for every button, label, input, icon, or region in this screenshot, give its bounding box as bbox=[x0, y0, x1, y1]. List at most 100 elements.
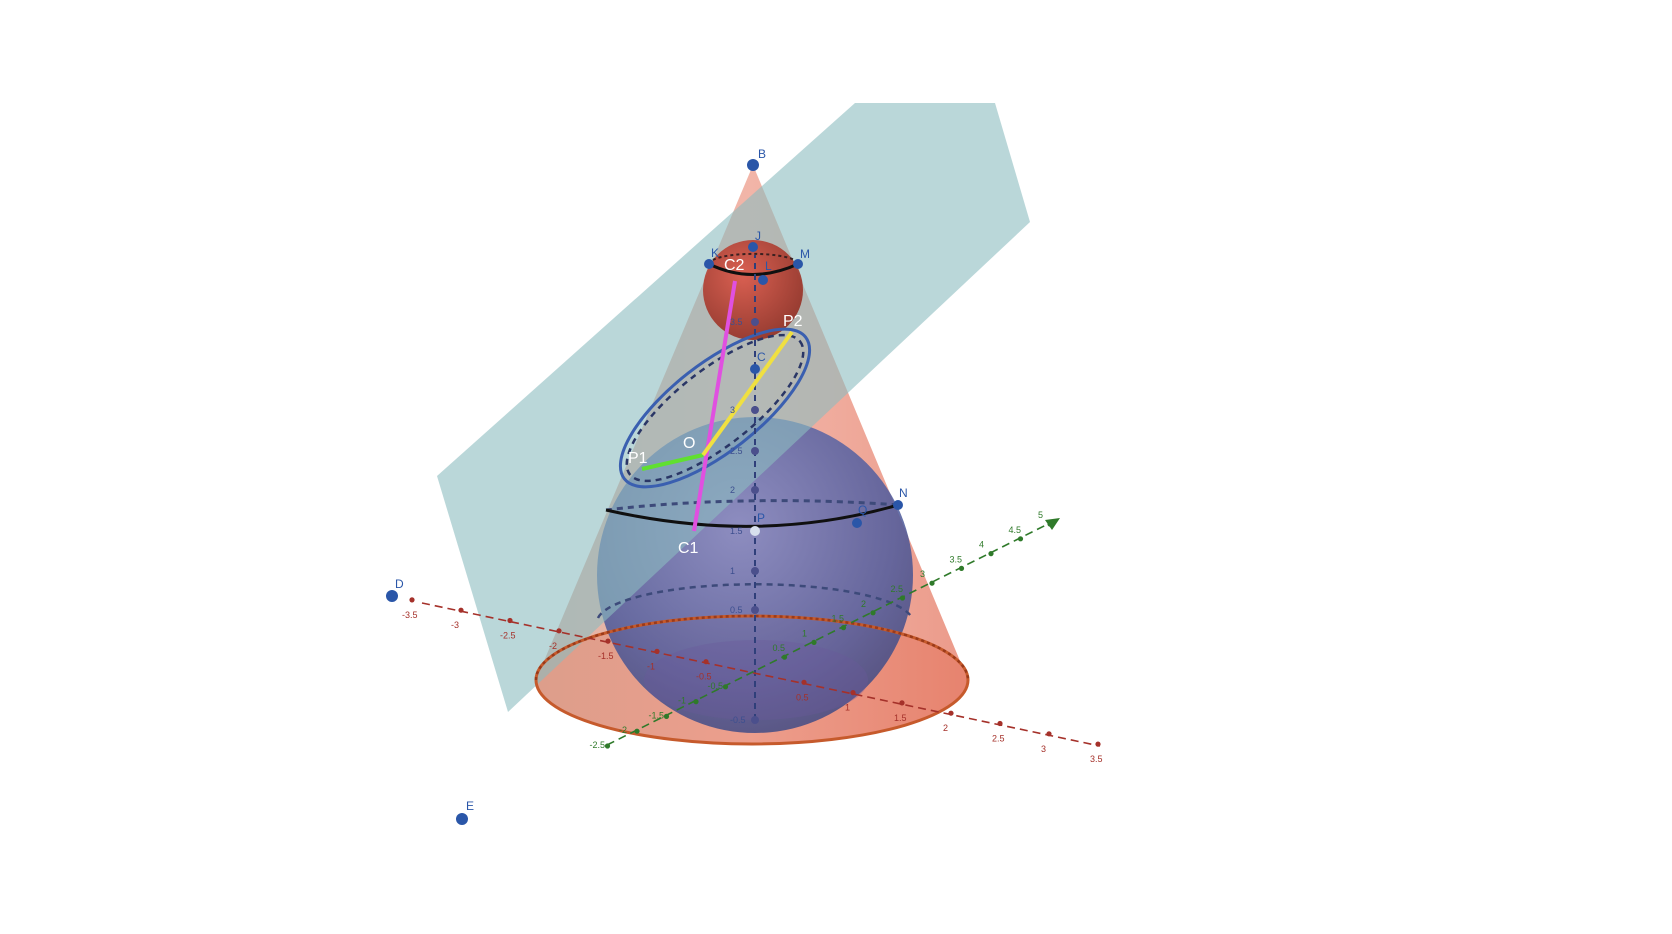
point-k[interactable] bbox=[704, 259, 714, 269]
z-axis-tick-label: 3 bbox=[730, 405, 735, 415]
point-e[interactable] bbox=[456, 813, 468, 825]
yticks-tick-mark bbox=[634, 728, 640, 734]
upper-tangency-circle-back bbox=[708, 252, 799, 265]
label-b: B bbox=[758, 147, 766, 161]
label-c: C bbox=[757, 350, 766, 364]
z-axis-tick-mark bbox=[751, 406, 759, 414]
y-axis bbox=[606, 517, 1061, 746]
point-b[interactable] bbox=[747, 159, 759, 171]
point-q[interactable] bbox=[852, 518, 862, 528]
label-p: P bbox=[757, 511, 765, 525]
point-p[interactable] bbox=[750, 526, 760, 536]
yticks-tick-mark bbox=[929, 580, 935, 586]
lower-tangency-circle-back bbox=[605, 499, 899, 512]
yticks-tick-label: -2 bbox=[619, 725, 627, 735]
yticks-tick-mark bbox=[988, 551, 994, 557]
yticks-tick-label: 1.5 bbox=[832, 614, 845, 624]
xticks-tick-label: 3 bbox=[1041, 744, 1046, 754]
xticks-tick-label: -3.5 bbox=[402, 610, 418, 620]
label-m: M bbox=[800, 247, 810, 261]
z-axis-tick-mark bbox=[751, 447, 759, 455]
yticks-tick-mark bbox=[840, 625, 847, 631]
large-sphere-back-circle bbox=[596, 583, 914, 619]
z-axis-tick-label: 0.5 bbox=[730, 605, 743, 615]
point-l[interactable] bbox=[758, 275, 768, 285]
label-e: E bbox=[466, 799, 474, 813]
xticks-tick-label: -2 bbox=[549, 641, 557, 651]
xticks-tick-label: -0.5 bbox=[696, 672, 712, 682]
yticks-tick-label: 0.5 bbox=[773, 643, 786, 653]
point-d[interactable] bbox=[386, 590, 398, 602]
point-c[interactable] bbox=[750, 364, 760, 374]
cone-base-back-rim bbox=[534, 614, 970, 681]
label-p2: P2 bbox=[783, 313, 803, 330]
z-axis-tick-mark bbox=[751, 606, 759, 614]
label-p1: P1 bbox=[628, 450, 648, 467]
xticks-tick-mark bbox=[703, 659, 709, 665]
yticks-tick-label: 4 bbox=[979, 540, 984, 550]
z-axis-tick-label: 1 bbox=[730, 566, 735, 576]
yticks-tick-mark bbox=[958, 565, 965, 572]
large-sphere-shadow bbox=[644, 640, 868, 720]
yticks-tick-mark bbox=[811, 639, 817, 646]
xticks-tick-label: 0.5 bbox=[796, 692, 809, 702]
xticks-tick-mark bbox=[1095, 741, 1101, 747]
xticks-tick-label: 2.5 bbox=[992, 734, 1005, 744]
yticks-tick-label: -1 bbox=[678, 696, 686, 706]
point-m[interactable] bbox=[793, 259, 803, 269]
xticks-tick-mark bbox=[801, 679, 807, 685]
upper-tangency-circle-front bbox=[708, 262, 799, 276]
cutting-plane bbox=[437, 103, 1030, 712]
point-n[interactable] bbox=[893, 500, 903, 510]
label-j: J bbox=[755, 229, 761, 243]
yticks-tick-mark bbox=[663, 713, 670, 720]
label-o: O bbox=[683, 435, 695, 452]
xticks-tick-mark bbox=[1046, 731, 1052, 737]
z-axis-tick-label: 2.5 bbox=[730, 446, 743, 456]
yticks-tick-mark bbox=[1017, 536, 1024, 542]
segment-o-p1 bbox=[641, 453, 704, 471]
xticks-tick-mark bbox=[850, 690, 856, 696]
z-axis-tick-label: 2 bbox=[730, 485, 735, 495]
segment-o-p2 bbox=[701, 330, 794, 457]
yticks-tick-label: 2.5 bbox=[891, 584, 904, 594]
yticks-tick-mark bbox=[1047, 521, 1053, 527]
xticks-tick-mark bbox=[409, 597, 415, 603]
yticks-tick-label: 2 bbox=[861, 599, 866, 609]
z-axis-tick-label: 1.5 bbox=[730, 526, 743, 536]
label-c2: C2 bbox=[724, 257, 745, 274]
y-axis-ticks: 0.511.522.533.544.55-0.5-1-1.5-2-2.5 bbox=[590, 510, 1053, 750]
yticks-tick-mark bbox=[870, 610, 876, 616]
xticks-tick-label: -1.5 bbox=[598, 651, 614, 661]
yticks-tick-mark bbox=[899, 595, 906, 601]
xticks-tick-mark bbox=[899, 700, 905, 706]
xticks-tick-label: 1.5 bbox=[894, 713, 907, 723]
xticks-tick-mark bbox=[458, 607, 464, 613]
z-axis-tick-mark bbox=[751, 486, 759, 494]
xticks-tick-mark bbox=[654, 648, 660, 655]
segment-c1-c2 bbox=[692, 280, 737, 532]
yticks-tick-label: 4.5 bbox=[1009, 525, 1022, 535]
xticks-tick-label: 2 bbox=[943, 723, 948, 733]
xticks-tick-mark bbox=[948, 710, 954, 716]
label-q: Q bbox=[858, 503, 867, 517]
xticks-tick-label: -2.5 bbox=[500, 631, 516, 641]
yticks-tick-label: 3.5 bbox=[950, 554, 963, 564]
xticks-tick-mark bbox=[605, 638, 611, 644]
xticks-tick-label: -1 bbox=[647, 661, 655, 671]
xticks-tick-label: -3 bbox=[451, 620, 459, 630]
label-n: N bbox=[899, 486, 908, 500]
point-j[interactable] bbox=[748, 242, 758, 252]
yticks-tick-mark bbox=[781, 654, 788, 660]
xticks-tick-label: 3.5 bbox=[1090, 754, 1103, 764]
yticks-tick-label: 5 bbox=[1038, 510, 1043, 520]
yticks-tick-label: -1.5 bbox=[649, 710, 665, 720]
conic-ellipse-hidden bbox=[625, 333, 805, 483]
z-axis-tick-label: -0.5 bbox=[730, 715, 746, 725]
xticks-tick-mark bbox=[997, 720, 1003, 727]
x-axis-ticks: 0.511.522.533.5-0.5-1-1.5-2-2.5-3-3.5 bbox=[402, 597, 1103, 764]
yticks-tick-mark bbox=[693, 699, 699, 705]
yticks-tick-mark bbox=[604, 743, 611, 749]
yticks-tick-label: -2.5 bbox=[590, 740, 606, 750]
